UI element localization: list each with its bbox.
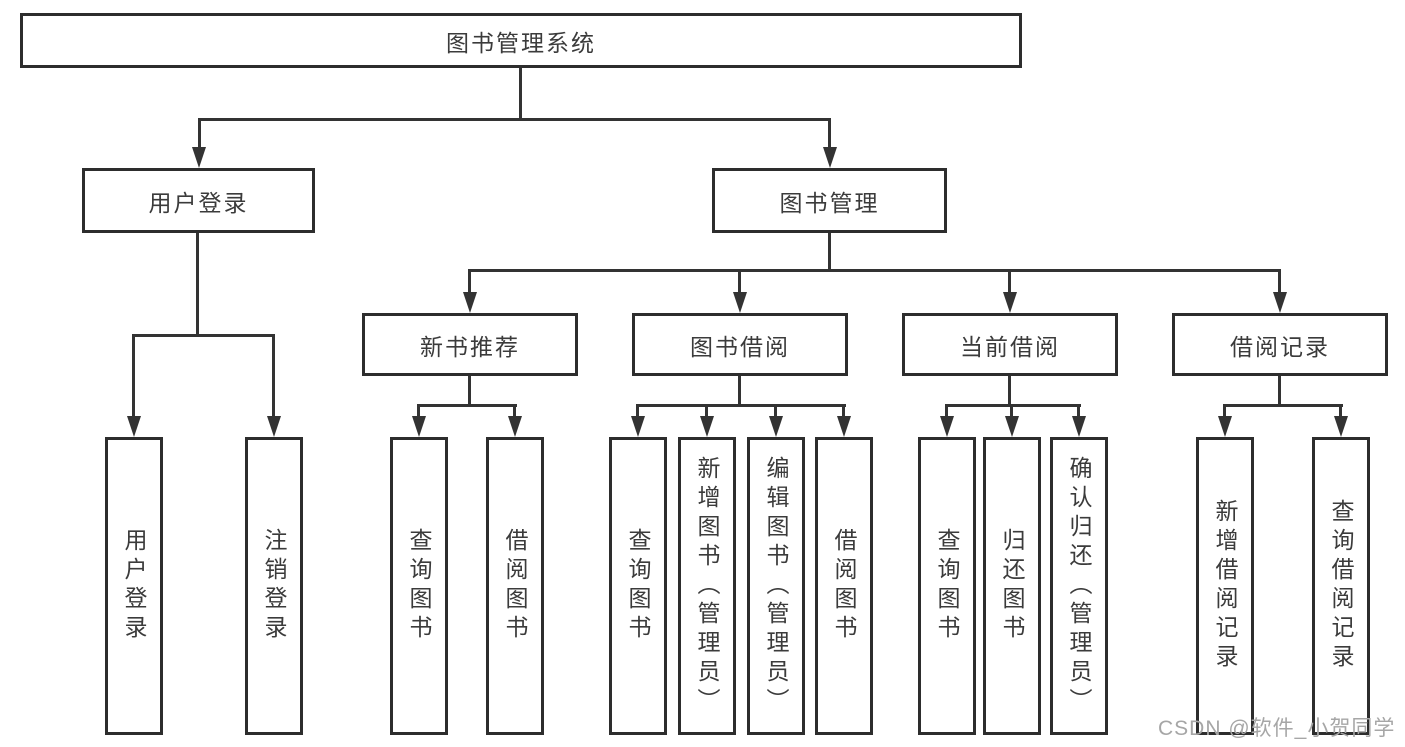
connector-book-borrow-down — [738, 376, 741, 407]
arrowhead-borrow-records — [1273, 292, 1287, 313]
leaf-edit-books-admin: 编辑图书（管理员） — [747, 437, 805, 735]
connector-new-book-down — [468, 376, 471, 407]
arrowhead-g3-add — [700, 416, 714, 437]
connector-book-management-down — [828, 233, 831, 272]
connector-drop-book-management — [828, 118, 831, 151]
arrowhead-g3-edit — [769, 416, 783, 437]
connector-level3-bar — [468, 269, 1281, 272]
arrowhead-g5-add — [1218, 416, 1232, 437]
connector-group3-bar — [636, 404, 846, 407]
connector-current-borrow-down — [1008, 376, 1011, 407]
arrowhead-g4-confirm — [1072, 416, 1086, 437]
node-user-login: 用户登录 — [82, 168, 315, 233]
connector-drop-g3-borrow — [842, 404, 845, 419]
node-book-borrow: 图书借阅 — [632, 313, 848, 376]
connector-group1-bar — [132, 334, 275, 337]
connector-drop-g4-query — [945, 404, 948, 419]
connector-group4-bar — [945, 404, 1081, 407]
arrowhead-g3-borrow — [837, 416, 851, 437]
leaf-user-login: 用户登录 — [105, 437, 163, 735]
connector-root-down — [519, 68, 522, 118]
connector-drop-g2-borrow — [513, 404, 516, 419]
connector-level2-bar — [198, 118, 831, 121]
leaf-confirm-return-admin: 确认归还（管理员） — [1050, 437, 1108, 735]
leaf-borrow-books: 借阅图书 — [815, 437, 873, 735]
arrowhead-user-login — [192, 147, 206, 168]
connector-drop-g3-edit — [774, 404, 777, 419]
connector-drop-book-borrow — [738, 269, 741, 296]
leaf-query-books-current: 查询图书 — [918, 437, 976, 735]
leaf-query-books-recommend: 查询图书 — [390, 437, 448, 735]
leaf-query-books-borrow: 查询图书 — [609, 437, 667, 735]
connector-user-login-down — [196, 233, 199, 337]
arrowhead-book-management — [823, 147, 837, 168]
connector-drop-new-book — [468, 269, 471, 296]
leaf-logout: 注销登录 — [245, 437, 303, 735]
leaf-return-books: 归还图书 — [983, 437, 1041, 735]
connector-drop-g3-query — [636, 404, 639, 419]
connector-borrow-records-down — [1278, 376, 1281, 407]
arrowhead-g2-borrow — [508, 416, 522, 437]
node-library-management-system: 图书管理系统 — [20, 13, 1022, 68]
connector-drop-g5-query — [1339, 404, 1342, 419]
leaf-query-borrow-record: 查询借阅记录 — [1312, 437, 1370, 735]
connector-drop-g2-query — [417, 404, 420, 419]
arrowhead-g3-query — [631, 416, 645, 437]
arrowhead-g5-query — [1334, 416, 1348, 437]
connector-drop-leaf-user-login — [132, 334, 135, 420]
arrowhead-g4-return — [1005, 416, 1019, 437]
leaf-add-books-admin: 新增图书（管理员） — [678, 437, 736, 735]
connector-drop-user-login — [198, 118, 201, 151]
arrowhead-leaf-user-login — [127, 416, 141, 437]
arrowhead-leaf-logout — [267, 416, 281, 437]
arrowhead-new-book — [463, 292, 477, 313]
arrowhead-current-borrow — [1003, 292, 1017, 313]
connector-drop-borrow-records — [1278, 269, 1281, 296]
arrowhead-g4-query — [940, 416, 954, 437]
connector-drop-g4-confirm — [1077, 404, 1080, 419]
node-book-management: 图书管理 — [712, 168, 947, 233]
connector-drop-leaf-logout — [272, 334, 275, 420]
connector-drop-g5-add — [1223, 404, 1226, 419]
node-current-borrow: 当前借阅 — [902, 313, 1118, 376]
arrowhead-g2-query — [412, 416, 426, 437]
connector-group2-bar — [417, 404, 517, 407]
csdn-watermark: CSDN @软件_小贺同学 — [1158, 717, 1396, 740]
connector-drop-g3-add — [705, 404, 708, 419]
connector-drop-g4-return — [1010, 404, 1013, 419]
leaf-add-borrow-record: 新增借阅记录 — [1196, 437, 1254, 735]
leaf-borrow-books-recommend: 借阅图书 — [486, 437, 544, 735]
node-new-book-recommend: 新书推荐 — [362, 313, 578, 376]
connector-drop-current-borrow — [1008, 269, 1011, 296]
arrowhead-book-borrow — [733, 292, 747, 313]
connector-group5-bar — [1223, 404, 1343, 407]
node-borrow-records: 借阅记录 — [1172, 313, 1388, 376]
